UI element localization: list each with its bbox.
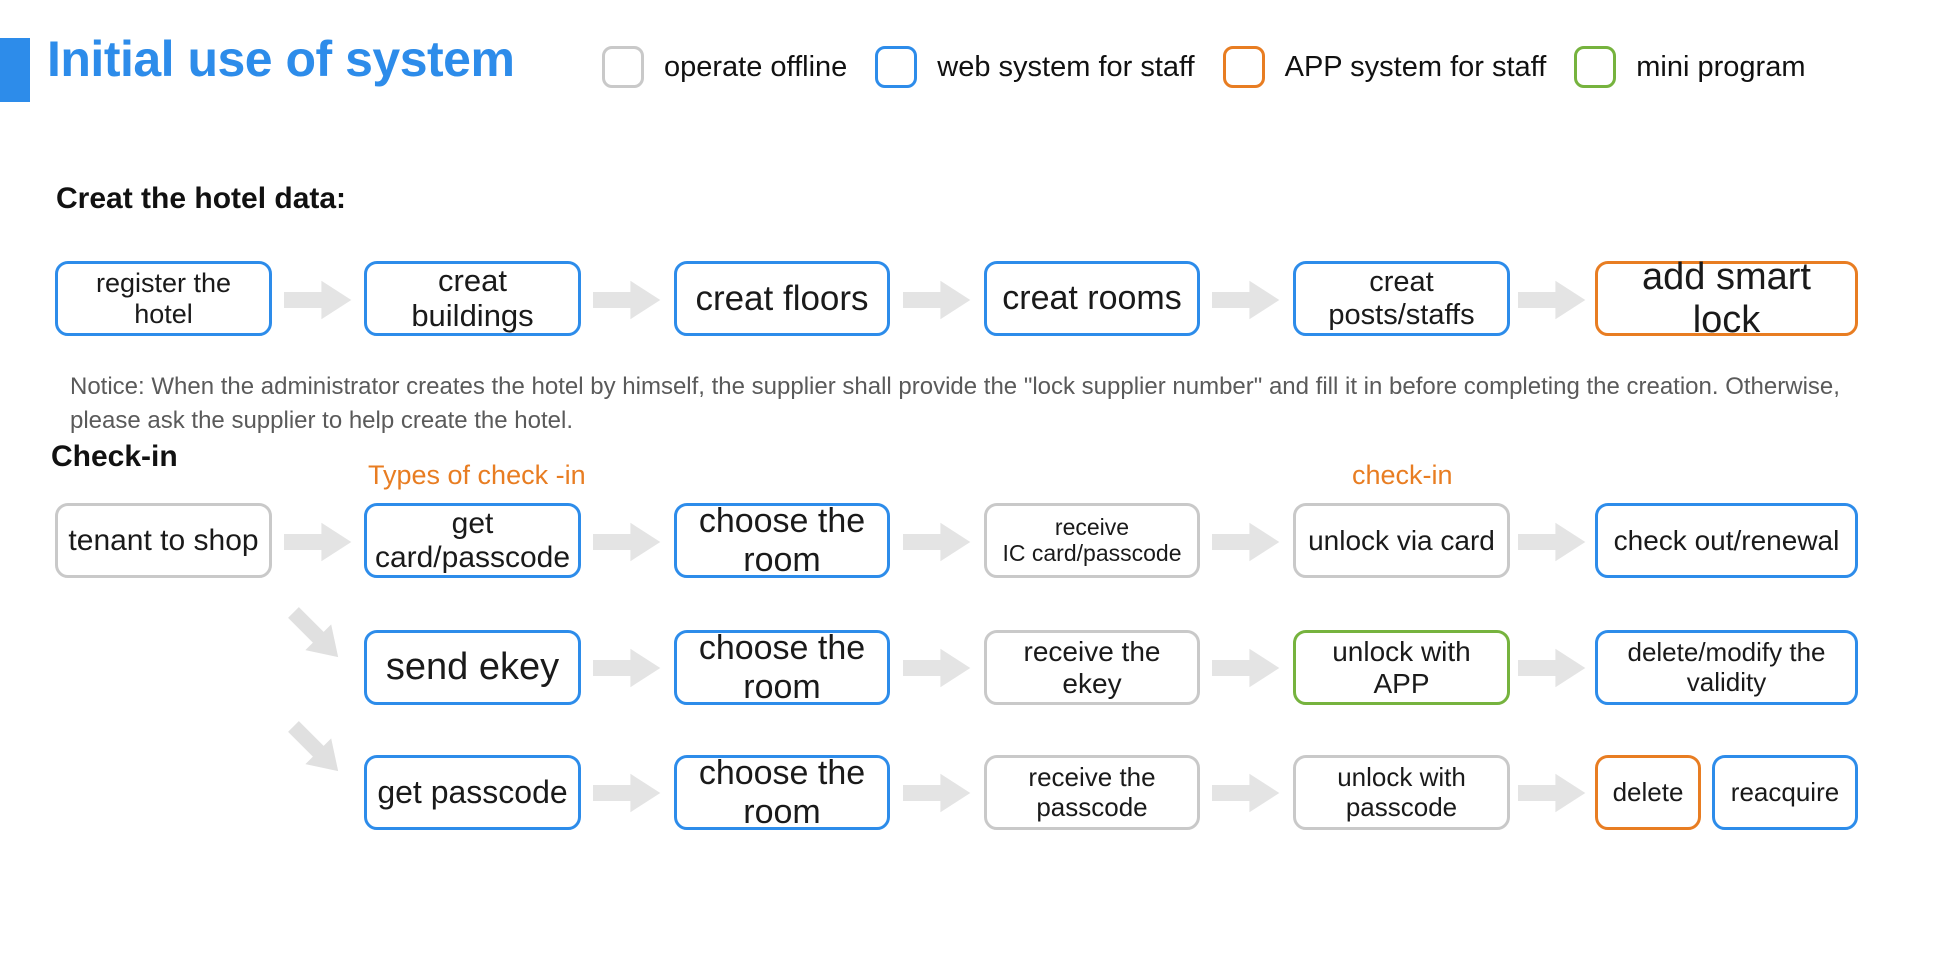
node-label: creat buildings <box>411 262 534 333</box>
node-label: delete <box>1612 776 1684 807</box>
node-label: get passcode <box>377 773 568 810</box>
legend-item-app-system: APP system for staff <box>1222 46 1547 88</box>
node-label: unlock with APP <box>1332 636 1471 699</box>
node-label: hotel <box>134 298 193 329</box>
arrow-right-icon <box>1212 280 1280 320</box>
node-label: room <box>743 667 821 706</box>
legend-label: web system for staff <box>937 50 1195 83</box>
node-choose-room-3: choose the room <box>674 754 890 831</box>
legend-swatch-blue <box>875 46 918 88</box>
arrow-right-icon <box>1518 773 1586 813</box>
title-accent-square <box>0 38 30 102</box>
node-label: room <box>743 792 821 831</box>
node-label: add smart lock <box>1642 255 1811 341</box>
node-label: unlock via card <box>1308 524 1495 556</box>
legend-label: APP system for staff <box>1284 50 1547 83</box>
node-tenant-to-shop: tenant to shop <box>55 503 272 578</box>
node-receive-passcode: receive the passcode <box>984 755 1200 830</box>
node-label: creat rooms <box>1002 279 1182 318</box>
node-label: creat floors <box>695 278 869 318</box>
legend-swatch-gray <box>602 46 644 88</box>
node-creat-buildings: creat buildings <box>364 261 581 336</box>
arrow-right-icon <box>1518 648 1586 688</box>
node-get-card-passcode: get card/passcode <box>364 503 581 578</box>
node-delete: delete <box>1595 755 1701 830</box>
node-label: get <box>451 506 494 540</box>
legend-label: mini program <box>1636 50 1806 83</box>
arrow-right-icon <box>593 280 661 320</box>
arrow-right-icon <box>1518 522 1586 562</box>
arrow-right-icon <box>1212 522 1280 562</box>
legend-swatch-orange <box>1222 46 1265 88</box>
node-choose-room-2: choose the room <box>674 629 890 706</box>
node-delete-modify-validity: delete/modify the validity <box>1595 630 1858 705</box>
node-creat-posts-staffs: creat posts/staffs <box>1293 261 1510 336</box>
node-unlock-with-passcode: unlock with passcode <box>1293 755 1510 830</box>
node-label: posts/staffs <box>1328 298 1475 331</box>
node-label: creat <box>1369 266 1434 299</box>
node-label: choose the <box>698 754 866 793</box>
legend-swatch-green <box>1574 46 1617 88</box>
node-label: IC card/passcode <box>1002 539 1182 566</box>
node-label: register the <box>95 268 232 299</box>
node-send-ekey: send ekey <box>364 630 581 705</box>
node-label: receive <box>1054 513 1130 540</box>
arrow-right-icon <box>903 773 971 813</box>
node-label: choose the <box>698 629 866 668</box>
arrow-right-icon <box>1212 648 1280 688</box>
arrow-right-icon <box>903 648 971 688</box>
arrow-right-icon <box>1518 280 1586 320</box>
node-label: room <box>743 540 821 579</box>
node-reacquire: reacquire <box>1712 755 1858 830</box>
legend-item-web-system: web system for staff <box>875 46 1195 88</box>
node-receive-ekey: receive the ekey <box>984 630 1200 705</box>
arrow-right-icon <box>903 280 971 320</box>
node-check-out-renewal: check out/renewal <box>1595 503 1858 578</box>
arrow-diagonal-icon <box>280 599 352 671</box>
arrow-right-icon <box>284 522 352 562</box>
node-label: unlock with <box>1337 762 1466 793</box>
arrow-right-icon <box>903 522 971 562</box>
checkin-label: check-in <box>1352 460 1453 490</box>
hotel-section-heading: Creat the hotel data: <box>56 182 347 215</box>
arrow-right-icon <box>1212 773 1280 813</box>
node-label: check out/renewal <box>1613 524 1840 556</box>
node-unlock-via-card: unlock via card <box>1293 503 1510 578</box>
arrow-right-icon <box>593 648 661 688</box>
arrow-right-icon <box>593 773 661 813</box>
node-label: validity <box>1686 666 1767 697</box>
arrow-right-icon <box>593 522 661 562</box>
node-label: choose the <box>698 502 866 541</box>
legend-label: operate offline <box>664 50 848 83</box>
node-label: reacquire <box>1730 776 1840 807</box>
types-of-checkin-label: Types of check -in <box>368 460 586 490</box>
node-label: receive the <box>1028 762 1156 793</box>
node-receive-ic-card-passcode: receive IC card/passcode <box>984 503 1200 578</box>
legend-item-mini-program: mini program <box>1574 46 1805 88</box>
node-label: tenant to shop <box>68 523 259 557</box>
node-add-smart-lock: add smart lock <box>1595 256 1858 341</box>
node-label: delete/modify the <box>1627 637 1826 668</box>
node-label: passcode <box>1036 791 1148 822</box>
page-title: Initial use of system <box>47 31 515 87</box>
checkin-section-heading: Check-in <box>51 440 178 473</box>
node-get-passcode: get passcode <box>364 755 581 830</box>
notice-text: Notice: When the administrator creates t… <box>70 373 1840 435</box>
node-register-hotel: register the hotel <box>55 261 272 336</box>
node-unlock-with-app: unlock with APP <box>1293 630 1510 705</box>
node-label: passcode <box>1345 791 1458 822</box>
node-creat-floors: creat floors <box>674 261 890 336</box>
node-creat-rooms: creat rooms <box>984 261 1200 336</box>
arrow-diagonal-icon <box>280 713 352 785</box>
arrow-right-icon <box>284 280 352 320</box>
legend-item-operate-offline: operate offline <box>602 46 847 88</box>
node-label: card/passcode <box>374 540 571 574</box>
node-choose-room-1: choose the room <box>674 502 890 579</box>
node-label: send ekey <box>385 646 560 689</box>
legend: operate offline web system for staff APP… <box>602 46 1805 88</box>
node-label: receive the ekey <box>1023 636 1161 699</box>
